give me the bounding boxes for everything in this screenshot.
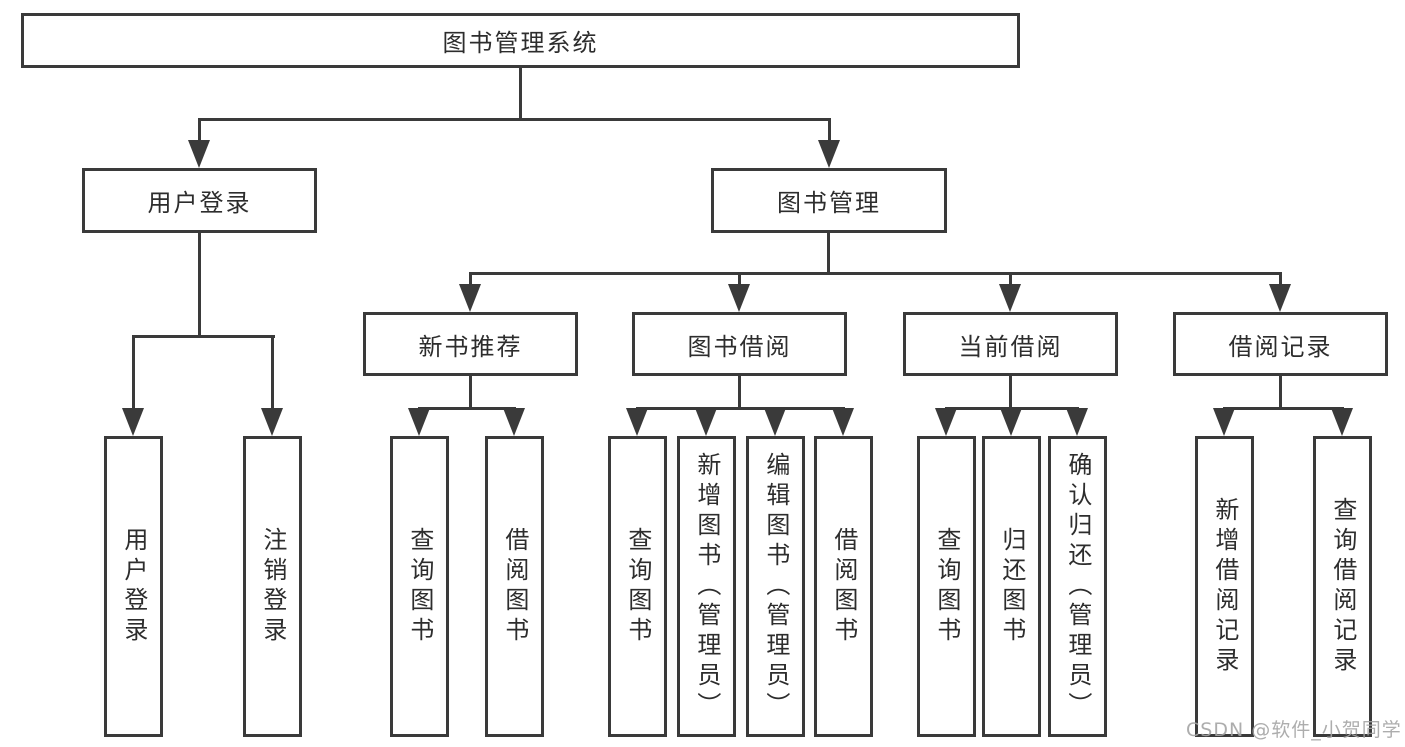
connector-arrow	[818, 140, 840, 168]
connector-line	[738, 272, 741, 288]
leaf-confirm-return-admin-label: 确认归还（管理员）	[1063, 451, 1092, 722]
connector-arrow	[188, 140, 210, 168]
connector-arrow	[999, 284, 1021, 312]
connector-arrow	[1000, 408, 1022, 436]
connector-line	[738, 374, 741, 410]
connector-arrow	[935, 408, 957, 436]
connector-arrow	[1213, 408, 1235, 436]
node-borrow-records-label: 借阅记录	[1228, 332, 1333, 361]
connector-line	[469, 272, 472, 288]
connector-line	[1223, 407, 1344, 410]
connector-line	[271, 335, 274, 415]
leaf-confirm-return-admin: 确认归还（管理员）	[1048, 436, 1107, 737]
node-root-label: 图书管理系统	[442, 29, 599, 57]
connector-line	[469, 272, 1282, 275]
node-root: 图书管理系统	[21, 13, 1020, 68]
leaf-add-borrow-record: 新增借阅记录	[1195, 436, 1254, 737]
connector-line	[418, 407, 516, 410]
leaf-return-book-label: 归还图书	[997, 526, 1026, 647]
leaf-logout-label: 注销登录	[258, 526, 287, 647]
connector-line	[1009, 374, 1012, 410]
connector-arrow	[832, 408, 854, 436]
leaf-borrow-book-borrowing: 借阅图书	[814, 436, 873, 737]
connector-line	[827, 231, 830, 275]
node-new-book-recommend: 新书推荐	[363, 312, 578, 376]
node-borrow-records: 借阅记录	[1173, 312, 1388, 376]
connector-arrow	[764, 408, 786, 436]
leaf-query-borrow-record: 查询借阅记录	[1313, 436, 1372, 737]
connector-line	[198, 118, 831, 121]
connector-line	[519, 66, 522, 120]
node-book-management: 图书管理	[711, 168, 947, 233]
leaf-add-book-admin-label: 新增图书（管理员）	[692, 451, 721, 722]
connector-arrow	[459, 284, 481, 312]
connector-arrow	[1331, 408, 1353, 436]
connector-arrow	[261, 408, 283, 436]
node-new-book-recommend-label: 新书推荐	[418, 332, 523, 361]
leaf-edit-book-admin: 编辑图书（管理员）	[746, 436, 805, 737]
leaf-add-borrow-record-label: 新增借阅记录	[1210, 496, 1239, 677]
leaf-edit-book-admin-label: 编辑图书（管理员）	[761, 451, 790, 722]
connector-line	[1279, 272, 1282, 288]
connector-arrow	[408, 408, 430, 436]
leaf-query-book-recommend-label: 查询图书	[405, 526, 434, 647]
leaf-borrow-book-recommend-label: 借阅图书	[500, 526, 529, 647]
node-current-borrowing: 当前借阅	[903, 312, 1118, 376]
node-current-borrowing-label: 当前借阅	[958, 332, 1063, 361]
leaf-query-book-recommend: 查询图书	[390, 436, 449, 737]
leaf-query-book-current-label: 查询图书	[932, 526, 961, 647]
node-user-login-label: 用户登录	[147, 189, 252, 217]
node-book-borrowing: 图书借阅	[632, 312, 847, 376]
leaf-query-book-current: 查询图书	[917, 436, 976, 737]
leaf-logout: 注销登录	[243, 436, 302, 737]
connector-arrow	[122, 408, 144, 436]
leaf-add-book-admin: 新增图书（管理员）	[677, 436, 736, 737]
connector-line	[132, 335, 275, 338]
node-book-borrowing-label: 图书借阅	[687, 332, 792, 361]
connector-line	[828, 118, 831, 146]
leaf-borrow-book-recommend: 借阅图书	[485, 436, 544, 737]
leaf-return-book: 归还图书	[982, 436, 1041, 737]
leaf-query-book-borrowing-label: 查询图书	[623, 526, 652, 647]
connector-arrow	[1269, 284, 1291, 312]
connector-arrow	[728, 284, 750, 312]
leaf-user-login: 用户登录	[104, 436, 163, 737]
leaf-borrow-book-borrowing-label: 借阅图书	[829, 526, 858, 647]
connector-arrow	[503, 408, 525, 436]
connector-arrow	[1066, 408, 1088, 436]
connector-line	[1009, 272, 1012, 288]
connector-line	[198, 231, 201, 338]
connector-arrow	[695, 408, 717, 436]
connector-arrow	[626, 408, 648, 436]
watermark: CSDN @软件_小贺同学	[1186, 719, 1402, 741]
connector-line	[198, 118, 201, 146]
connector-line	[1279, 374, 1282, 410]
leaf-user-login-label: 用户登录	[119, 526, 148, 647]
connector-line	[469, 374, 472, 410]
node-user-login: 用户登录	[82, 168, 317, 233]
node-book-management-label: 图书管理	[777, 189, 881, 217]
connector-line	[132, 335, 135, 415]
connector-line	[636, 407, 845, 410]
leaf-query-book-borrowing: 查询图书	[608, 436, 667, 737]
leaf-query-borrow-record-label: 查询借阅记录	[1328, 496, 1357, 677]
